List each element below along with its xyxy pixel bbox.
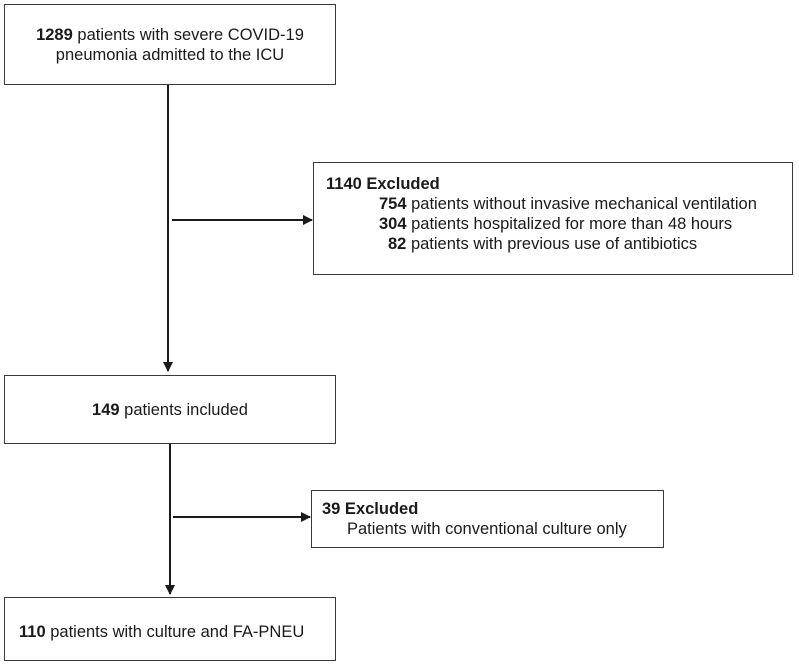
excluded-2-item: Patients with conventional culture only: [347, 520, 627, 538]
excluded-1-item: 82 patients with previous use of antibio…: [388, 235, 698, 253]
start-box-line1: 1289 patients with severe COVID-19: [5, 25, 335, 45]
excluded-1-title: 1140 Excluded: [326, 175, 440, 193]
excluded-box-2: 39 Excluded Patients with conventional c…: [311, 490, 664, 548]
included-count: 149: [92, 401, 120, 419]
final-text: patients with culture and FA-PNEU: [50, 623, 305, 641]
included-box: 149 patients included: [4, 375, 336, 444]
final-box: 110 patients with culture and FA-PNEU: [4, 597, 336, 661]
start-count: 1289: [36, 26, 73, 44]
final-count: 110: [19, 623, 46, 641]
excluded-1-item: 304 patients hospitalized for more than …: [379, 215, 733, 233]
start-box-line2: pneumonia admitted to the ICU: [55, 46, 285, 64]
included-text: patients included: [124, 401, 248, 419]
excluded-box-1: 1140 Excluded 754 patients without invas…: [313, 162, 793, 275]
start-box: 1289 patients with severe COVID-19 pneum…: [4, 4, 336, 85]
excluded-2-title: 39 Excluded: [322, 500, 419, 518]
start-text-1: patients with severe COVID-19: [77, 26, 304, 44]
excluded-1-item: 754 patients without invasive mechanical…: [379, 195, 757, 213]
